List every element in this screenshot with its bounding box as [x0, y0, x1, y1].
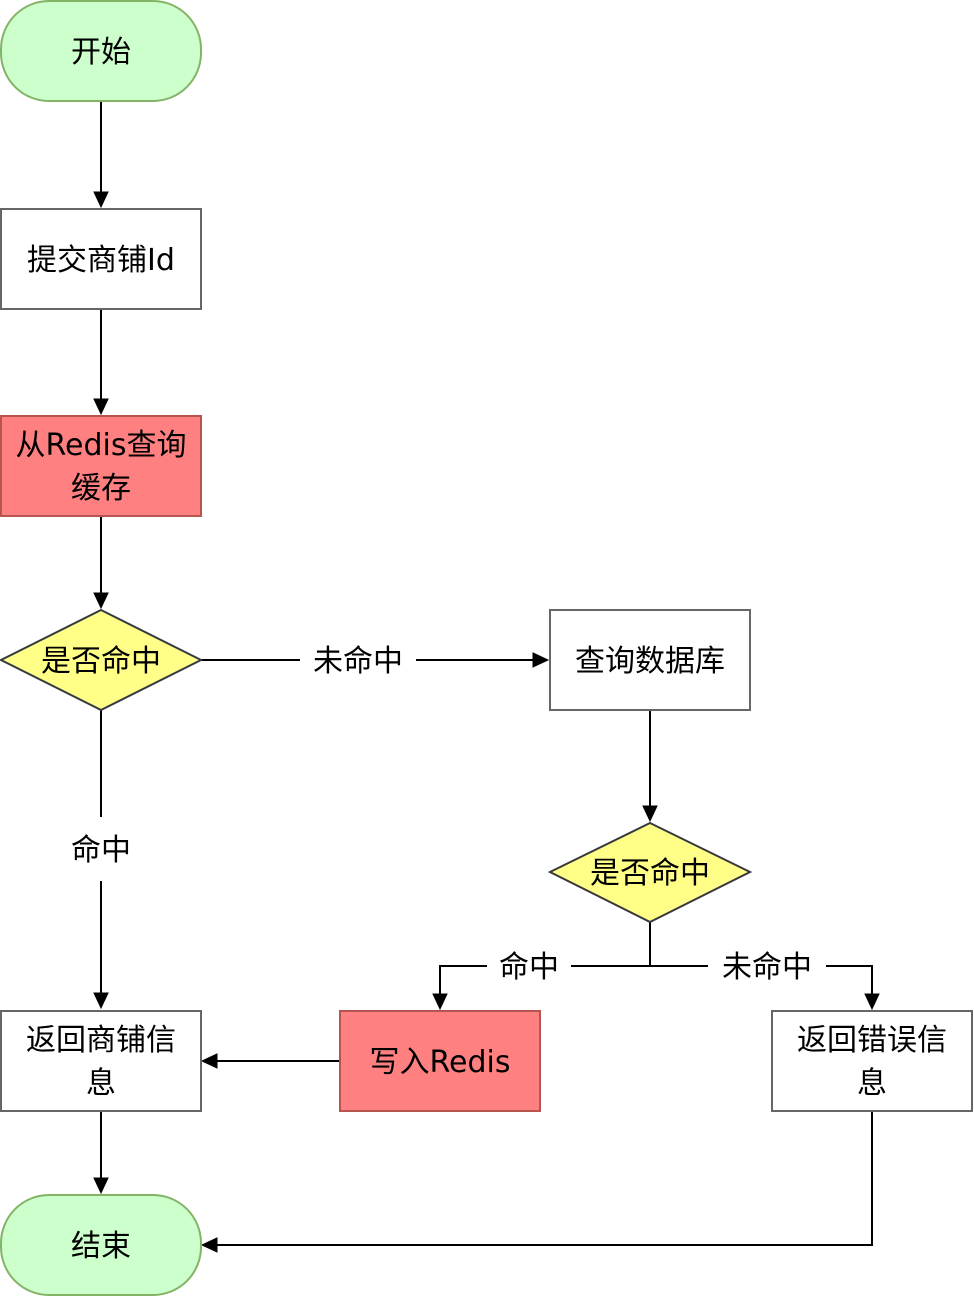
edge-return-info-to-end: [93, 1111, 109, 1195]
node-decision1-label: 是否命中: [41, 644, 161, 679]
edge-label-decision1-miss-text: 未命中: [313, 644, 403, 679]
node-start-shape: [0, 0, 202, 102]
node-decision2-shape: [547, 821, 753, 924]
edge-write-redis-to-return-info: [200, 1053, 340, 1069]
node-query-db: 查询数据库: [549, 609, 751, 711]
node-decision2: 是否命中: [547, 821, 753, 924]
node-write-redis-shape: [339, 1010, 541, 1112]
node-query-redis-label-line1: 从Redis查询: [16, 428, 187, 463]
node-query-redis: 从Redis查询 缓存: [0, 415, 202, 517]
node-submit-id-label: 提交商铺Id: [27, 243, 175, 278]
node-submit-id-shape: [0, 208, 202, 310]
node-start-label: 开始: [71, 35, 131, 70]
edge-label-decision1-hit: 命中: [60, 817, 142, 881]
node-end-label: 结束: [71, 1229, 131, 1264]
node-return-info-label-line2: 息: [86, 1066, 116, 1101]
node-end-shape: [0, 1194, 202, 1296]
edge-label-decision2-miss: 未命中: [708, 946, 826, 986]
node-query-redis-label-line2: 缓存: [71, 471, 131, 506]
node-write-redis: 写入Redis: [339, 1010, 541, 1112]
edge-start-to-submit: [93, 101, 109, 209]
node-decision1-shape: [0, 608, 204, 712]
edge-label-decision1-hit-text: 命中: [71, 833, 131, 868]
node-return-info-label-line1: 返回商铺信: [26, 1023, 176, 1058]
edge-query-redis-to-decision1: [93, 516, 109, 610]
node-return-error-shape: [771, 1010, 973, 1112]
edge-label-decision1-miss: 未命中: [300, 640, 416, 680]
node-write-redis-label: 写入Redis: [370, 1045, 511, 1080]
node-return-error-label-line1: 返回错误信: [797, 1023, 947, 1058]
node-decision2-label: 是否命中: [590, 856, 710, 891]
edge-submit-to-query-redis: [93, 309, 109, 416]
edge-label-decision2-miss-text: 未命中: [722, 950, 812, 985]
node-query-redis-shape: [0, 415, 202, 517]
node-submit-id: 提交商铺Id: [0, 208, 202, 310]
node-return-info-shape: [0, 1010, 202, 1112]
edge-return-error-to-end: [200, 1111, 873, 1253]
node-return-error-label-line2: 息: [857, 1066, 887, 1101]
edge-query-db-to-decision2: [642, 710, 658, 823]
node-query-db-shape: [549, 609, 751, 711]
edge-labels-layer: 未命中 命中 命中 未命中: [60, 640, 826, 986]
node-start: 开始: [0, 0, 202, 102]
node-return-info: 返回商铺信 息: [0, 1010, 202, 1112]
node-end: 结束: [0, 1194, 202, 1296]
node-return-error: 返回错误信 息: [771, 1010, 973, 1112]
edge-label-decision2-hit: 命中: [487, 946, 571, 986]
edge-label-decision2-hit-text: 命中: [499, 950, 559, 985]
node-decision1: 是否命中: [0, 608, 204, 712]
node-query-db-label: 查询数据库: [575, 644, 725, 679]
